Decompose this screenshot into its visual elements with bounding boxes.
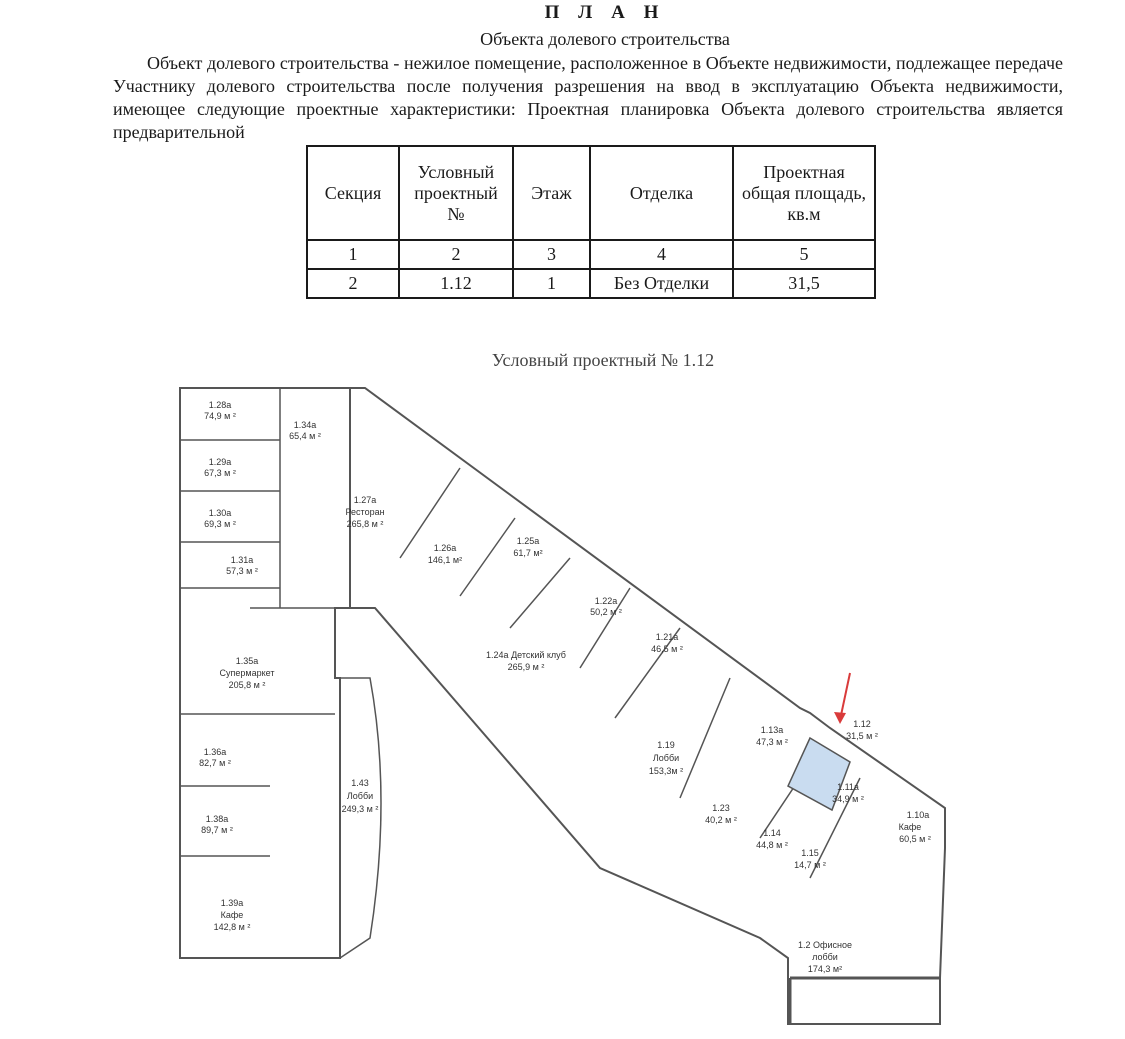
table-cell: 4 bbox=[589, 239, 734, 270]
lobby-143-outline bbox=[339, 677, 382, 959]
table-cell: 1 bbox=[512, 268, 591, 299]
room-label: 1.29а bbox=[209, 457, 232, 467]
document-title: П Л А Н bbox=[544, 2, 666, 23]
diagonal-wing-outline bbox=[335, 387, 946, 1025]
room-area: 67,3 м ² bbox=[204, 468, 236, 478]
room-name: Ресторан bbox=[345, 507, 384, 517]
table-cell: 2 bbox=[306, 268, 400, 299]
room-code: 1.24а bbox=[486, 650, 509, 660]
room-label: 1.10а bbox=[907, 810, 930, 820]
table-cell: 1.12 bbox=[398, 268, 514, 299]
room-area: 74,9 м ² bbox=[204, 411, 236, 421]
table-cell: 5 bbox=[732, 239, 876, 270]
room-area: 174,3 м² bbox=[808, 964, 842, 974]
room-label: 1.39а bbox=[221, 898, 244, 908]
header-area: Проектная общая площадь, кв.м bbox=[732, 145, 876, 241]
room-area: 40,2 м ² bbox=[705, 815, 737, 825]
office-lobby-wall bbox=[788, 976, 940, 1024]
room-label: 1.11а bbox=[837, 782, 859, 792]
properties-table: Секция Условный проектный № Этаж Отделка… bbox=[306, 145, 876, 299]
room-name: Кафе bbox=[899, 822, 922, 832]
room-name: Кафе bbox=[221, 910, 244, 920]
room-label: 1.30а bbox=[209, 508, 232, 518]
room-name: Лобби bbox=[347, 791, 373, 801]
header-floor: Этаж bbox=[512, 145, 591, 241]
room-area: 50,2 м ² bbox=[590, 607, 622, 617]
room-name: лобби bbox=[812, 952, 838, 962]
room-label: 1.25а bbox=[517, 536, 540, 546]
header-number: Условный проектный № bbox=[398, 145, 514, 241]
room-label: 1.22а bbox=[595, 596, 618, 606]
room-label: 1.19 bbox=[657, 740, 675, 750]
document-subtitle: Объекта долевого строительства bbox=[480, 29, 730, 49]
unit-pointer-arrow bbox=[839, 672, 851, 721]
room-label: 1.2 Офисное bbox=[798, 940, 852, 950]
table-header-row: Секция Условный проектный № Этаж Отделка… bbox=[306, 145, 876, 241]
room-label: 1.26а bbox=[434, 543, 457, 553]
room-area: 61,7 м² bbox=[513, 548, 542, 558]
unit-112-label[interactable]: 1.12 bbox=[853, 719, 871, 729]
table-column-numbers-row: 1 2 3 4 5 bbox=[306, 239, 876, 270]
table-cell: 3 bbox=[512, 239, 591, 270]
table-cell: Без Отделки bbox=[589, 268, 734, 299]
arrow-head-icon bbox=[834, 712, 846, 724]
room-area: 47,3 м ² bbox=[756, 737, 788, 747]
room-label: 1.34а bbox=[294, 420, 317, 430]
room-area: 65,4 м ² bbox=[289, 431, 321, 441]
room-area: 265,8 м ² bbox=[347, 519, 384, 529]
room-area: 44,8 м ² bbox=[756, 840, 788, 850]
header-section: Секция bbox=[306, 145, 400, 241]
left-wing-partitions bbox=[180, 388, 335, 857]
room-label: 1.13а bbox=[761, 725, 784, 735]
table-cell: 1 bbox=[306, 239, 400, 270]
room-area: 82,7 м ² bbox=[199, 758, 231, 768]
room-label: 1.27а bbox=[354, 495, 377, 505]
room-area: 34,9 м ² bbox=[832, 794, 864, 804]
table-row: 2 1.12 1 Без Отделки 31,5 bbox=[306, 268, 876, 299]
room-area: 57,3 м ² bbox=[226, 566, 258, 576]
room-label: 1.43 bbox=[351, 778, 369, 788]
room-area: 60,5 м ² bbox=[899, 834, 931, 844]
unit-112-area[interactable]: 31,5 м ² bbox=[846, 731, 878, 741]
room-area: 142,8 м ² bbox=[214, 922, 251, 932]
room-area: 153,3м ² bbox=[649, 766, 683, 776]
room-label: 1.23 bbox=[712, 803, 730, 813]
room-area: 205,8 м ² bbox=[229, 680, 266, 690]
room-area: 46,5 м ² bbox=[651, 644, 683, 654]
room-label: 1.28а bbox=[209, 400, 232, 410]
room-area: 146,1 м² bbox=[428, 555, 462, 565]
room-area: 14,7 м ² bbox=[794, 860, 826, 870]
room-area: 69,3 м ² bbox=[204, 519, 236, 529]
left-wing-outline bbox=[179, 387, 351, 959]
room-area: 249,3 м ² bbox=[342, 804, 379, 814]
intro-paragraph: Объект долевого строительства - нежилое … bbox=[113, 53, 1063, 142]
unit-112-highlight[interactable] bbox=[787, 736, 851, 812]
room-area: 89,7 м ² bbox=[201, 825, 233, 835]
floor-plan: 1.28а 74,9 м ² 1.34а 65,4 м ² 1.29а 67,3… bbox=[179, 387, 946, 1025]
room-label: 1.35а bbox=[236, 656, 259, 666]
room-area: 265,9 м ² bbox=[508, 662, 545, 672]
room-name: Супермаркет bbox=[220, 668, 275, 678]
table-cell: 31,5 bbox=[732, 268, 876, 299]
header-finish: Отделка bbox=[589, 145, 734, 241]
room-label: 1.15 bbox=[801, 848, 819, 858]
diagonal-partitions bbox=[399, 467, 861, 879]
room-label: 1.38а bbox=[206, 814, 229, 824]
room-label: 1.21а bbox=[656, 632, 679, 642]
room-label: 1.36а bbox=[204, 747, 227, 757]
table-cell: 2 bbox=[398, 239, 514, 270]
room-label: 1.31а bbox=[231, 555, 254, 565]
room-label: 1.14 bbox=[763, 828, 781, 838]
room-name: Лобби bbox=[653, 753, 679, 763]
room-name: Детский клуб bbox=[511, 650, 566, 660]
plan-caption: Условный проектный № 1.12 bbox=[491, 350, 715, 370]
room-label: 1.24а Детский клуб bbox=[486, 650, 566, 660]
